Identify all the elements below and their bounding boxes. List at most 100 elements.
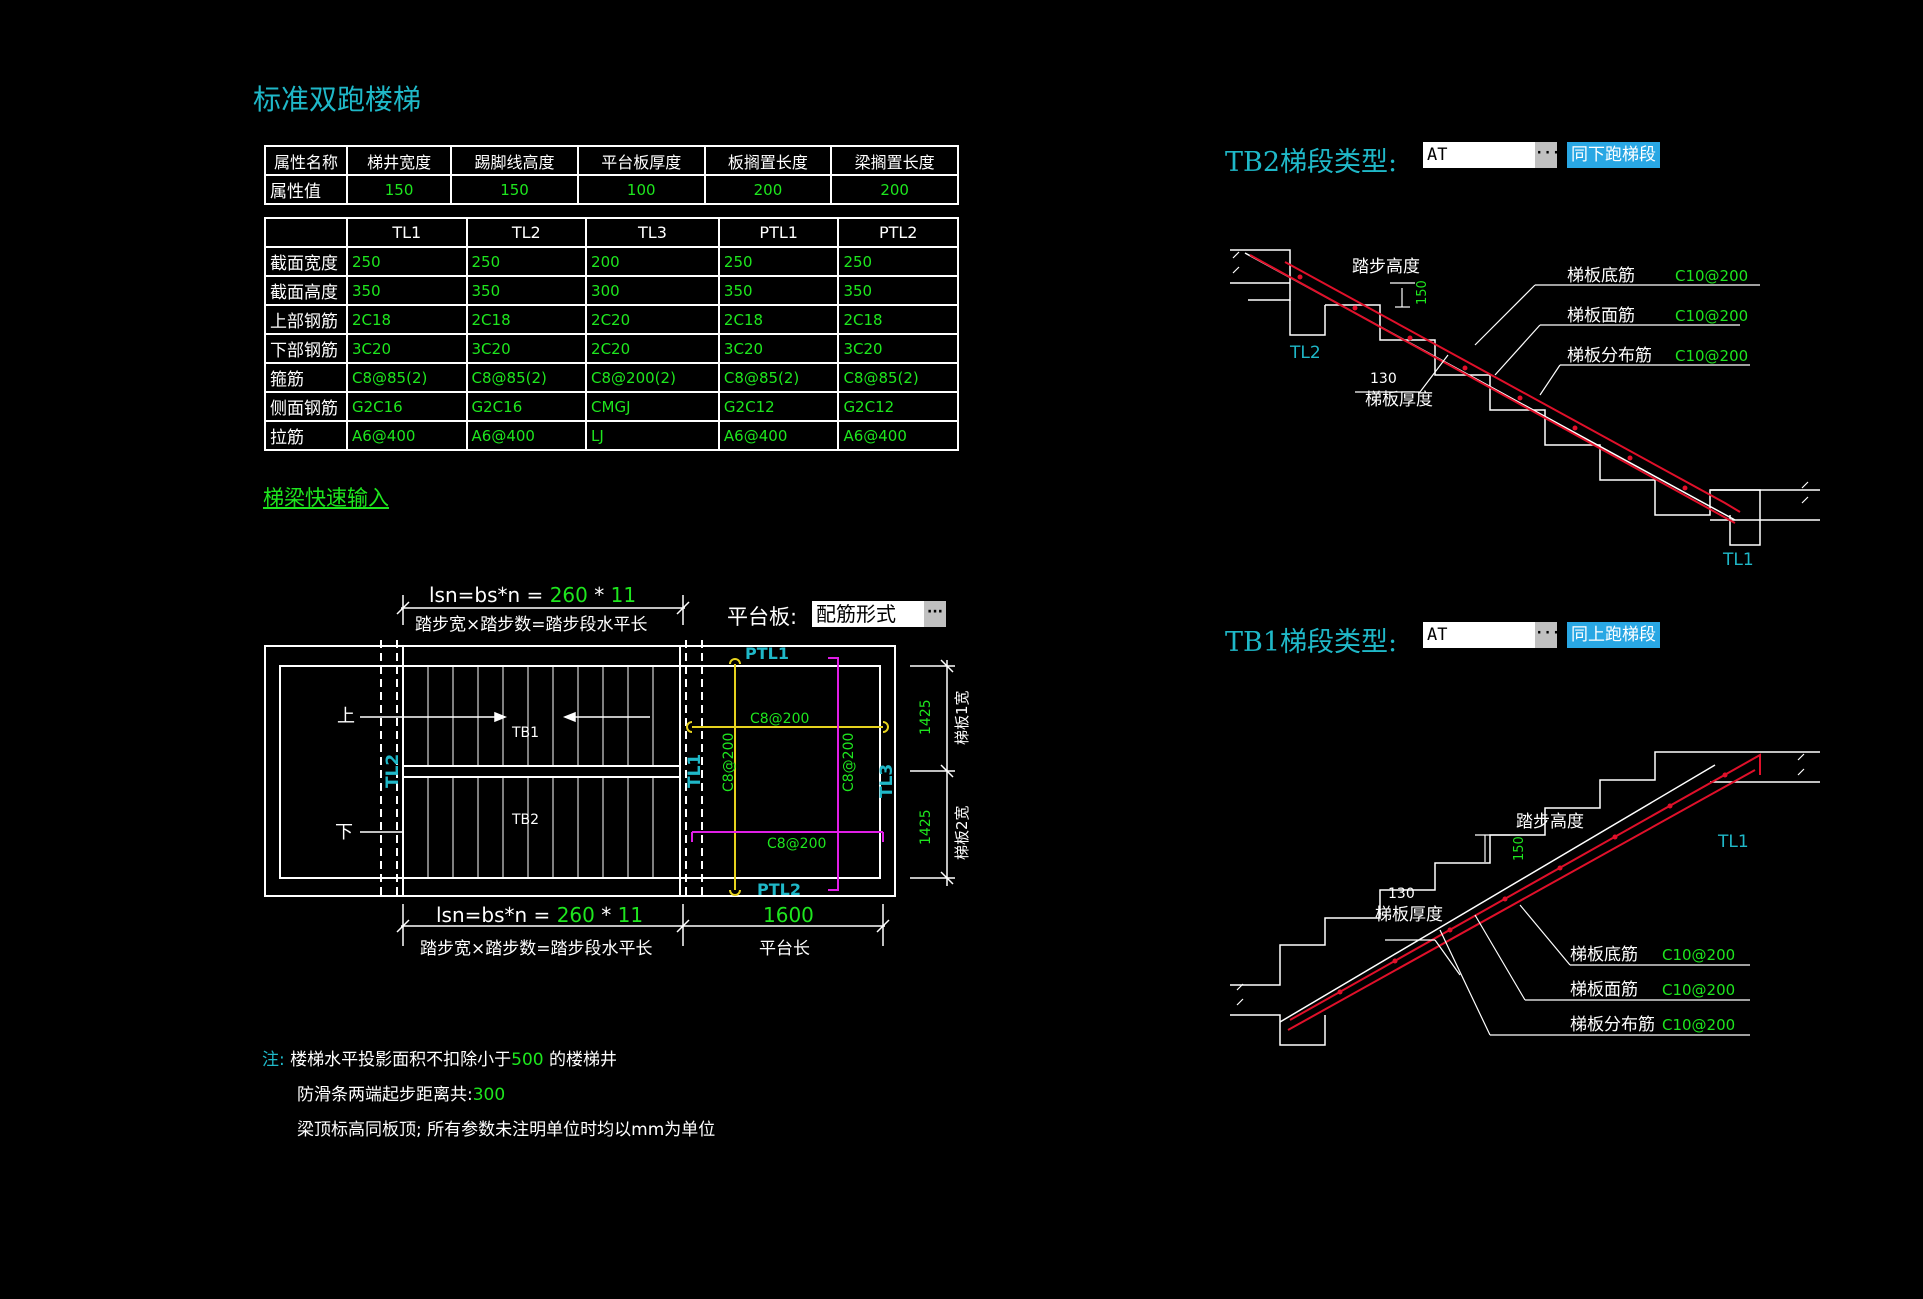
tl2-plan-label: TL2 (383, 754, 403, 788)
beam-cell[interactable]: 3C20 (717, 333, 840, 364)
table-row: 下部钢筋 3C20 3C20 2C20 3C20 3C20 (264, 333, 959, 364)
note-line-3: 梁顶标高同板顶; 所有参数未注明单位时均以mm为单位 (297, 1120, 716, 1140)
beam-cell[interactable]: 350 (837, 275, 959, 306)
beam-cell[interactable]: 3C20 (465, 333, 588, 364)
properties-header-row: 属性名称 梯井宽度 踢脚线高度 平台板厚度 板搁置长度 梁搁置长度 (264, 145, 959, 176)
table-row: 上部钢筋 2C18 2C18 2C20 2C18 2C18 (264, 304, 959, 335)
beam-cell[interactable]: CMGJ (585, 391, 720, 422)
beam-cell[interactable]: 2C20 (585, 304, 720, 335)
note-text: 的楼梯井 (543, 1050, 617, 1070)
tl1-plan-label: TL1 (685, 754, 705, 788)
leader-line (1539, 364, 1561, 396)
beam-row-label: 上部钢筋 (264, 304, 348, 335)
tb2-type-combo-value: AT (1427, 145, 1448, 165)
beam-cell[interactable]: A6@400 (717, 420, 840, 451)
beam-cell[interactable]: 250 (465, 246, 588, 277)
tb1-bottom-bar-value: C10@200 (1662, 946, 1735, 964)
beam-cell[interactable]: 350 (346, 275, 468, 306)
beam-cell[interactable]: C8@200(2) (585, 362, 720, 393)
beam-cell[interactable]: 350 (717, 275, 840, 306)
tb2-step-height-label: 踏步高度 (1352, 257, 1420, 277)
beam-cell[interactable]: 2C18 (717, 304, 840, 335)
skirting-height-value[interactable]: 150 (450, 174, 579, 205)
beam-cell[interactable]: G2C16 (465, 391, 588, 422)
beam-cell[interactable]: 3C20 (837, 333, 959, 364)
beam-cell[interactable]: C8@85(2) (837, 362, 959, 393)
tb2-top-bar-value: C10@200 (1675, 307, 1748, 325)
beam-cell[interactable]: G2C12 (717, 391, 840, 422)
beam-cell[interactable]: 2C18 (465, 304, 588, 335)
beam-cell[interactable]: LJ (585, 420, 720, 451)
platform-length-value: 1600 (763, 903, 814, 927)
tb2-thickness-label: 梯板厚度 (1365, 390, 1433, 410)
tb1-step-height-label: 踏步高度 (1516, 812, 1584, 832)
tb2-bottom-beam-label: TL1 (1722, 550, 1754, 570)
beam-cell[interactable]: 200 (585, 246, 720, 277)
slab-bearing-length-value[interactable]: 200 (703, 174, 833, 205)
beam-cell[interactable]: A6@400 (465, 420, 588, 451)
beam-cell[interactable]: 3C20 (346, 333, 468, 364)
tb1-type-combo[interactable]: AT ··· (1423, 622, 1560, 648)
plan-outer-wall (264, 645, 896, 897)
beam-cell[interactable]: G2C16 (346, 391, 468, 422)
beams-corner-cell (264, 217, 348, 248)
beam-cell[interactable]: 2C20 (585, 333, 720, 364)
beam-cell[interactable]: C8@85(2) (465, 362, 588, 393)
tl2-beam-body (1289, 300, 1326, 336)
ptl1-label: PTL1 (745, 644, 789, 663)
beam-cell[interactable]: 250 (837, 246, 959, 277)
beam-cell[interactable]: A6@400 (346, 420, 468, 451)
beam-cell[interactable]: 250 (346, 246, 468, 277)
platform-rebar-combo[interactable]: 配筋形式 ··· (812, 601, 946, 627)
rebar-h1-label: C8@200 (750, 711, 809, 727)
beam-column-header: TL2 (465, 217, 588, 248)
stairwell-width-value[interactable]: 150 (345, 174, 453, 205)
ellipsis-icon[interactable]: ··· (1535, 142, 1560, 168)
note-value: 300 (472, 1085, 506, 1105)
beam-row-label: 拉筋 (264, 420, 348, 451)
steps-profile (1230, 751, 1710, 986)
up-arrow-icon (494, 711, 508, 723)
table-row: 截面高度 350 350 300 350 350 (264, 275, 959, 306)
dim1-caption: 梯板1宽 (953, 690, 971, 745)
tb1-dist-bar-value: C10@200 (1662, 1016, 1735, 1034)
beam-column-header: TL3 (585, 217, 720, 248)
properties-value-row: 属性值 150 150 100 200 200 (264, 174, 959, 205)
beam-cell[interactable]: C8@85(2) (717, 362, 840, 393)
props-header-cell: 板搁置长度 (703, 145, 833, 176)
dim2-caption: 梯板2宽 (953, 805, 971, 860)
table-row: 侧面钢筋 G2C16 G2C16 CMGJ G2C12 G2C12 (264, 391, 959, 422)
ellipsis-icon[interactable]: ··· (1535, 622, 1560, 648)
tb2-bottom-bar-value: C10@200 (1675, 267, 1748, 285)
tb2-step-height-value: 150 (1415, 280, 1430, 305)
table-row: 截面宽度 250 250 200 250 250 (264, 246, 959, 277)
props-row-label: 属性值 (264, 174, 348, 205)
ellipsis-icon[interactable]: ··· (924, 601, 946, 627)
table-row: 箍筋 C8@85(2) C8@85(2) C8@200(2) C8@85(2) … (264, 362, 959, 393)
tread-lines (427, 666, 654, 878)
platform-thickness-value[interactable]: 100 (576, 174, 706, 205)
beam-cell[interactable]: 250 (717, 246, 840, 277)
bar-hook (729, 889, 741, 896)
same-as-upper-flight-button[interactable]: 同上跑梯段 (1567, 622, 1660, 648)
beam-quick-input-link[interactable]: 梯梁快速输入 (263, 486, 389, 510)
beam-bearing-length-value[interactable]: 200 (830, 174, 959, 205)
beam-cell[interactable]: 350 (465, 275, 588, 306)
tb2-type-combo[interactable]: AT ··· (1423, 142, 1560, 168)
beam-cell[interactable]: 2C18 (837, 304, 959, 335)
ptl2-label: PTL2 (757, 880, 801, 899)
platform-horizontal-bar-2 (691, 831, 884, 842)
beam-row-label: 截面宽度 (264, 246, 348, 277)
beam-cell[interactable]: G2C12 (837, 391, 959, 422)
beam-column-header: PTL2 (837, 217, 959, 248)
beam-cell[interactable]: C8@85(2) (346, 362, 468, 393)
dim2-value: 1425 (918, 809, 934, 845)
beam-row-label: 侧面钢筋 (264, 391, 348, 422)
beam-cell[interactable]: 2C18 (346, 304, 468, 335)
beam-cell[interactable]: A6@400 (837, 420, 959, 451)
leader-line (1439, 929, 1491, 1036)
same-as-lower-flight-button[interactable]: 同下跑梯段 (1567, 142, 1660, 168)
note-prefix: 注: (262, 1050, 285, 1070)
tb1-thickness-label: 梯板厚度 (1375, 905, 1443, 925)
beam-cell[interactable]: 300 (585, 275, 720, 306)
